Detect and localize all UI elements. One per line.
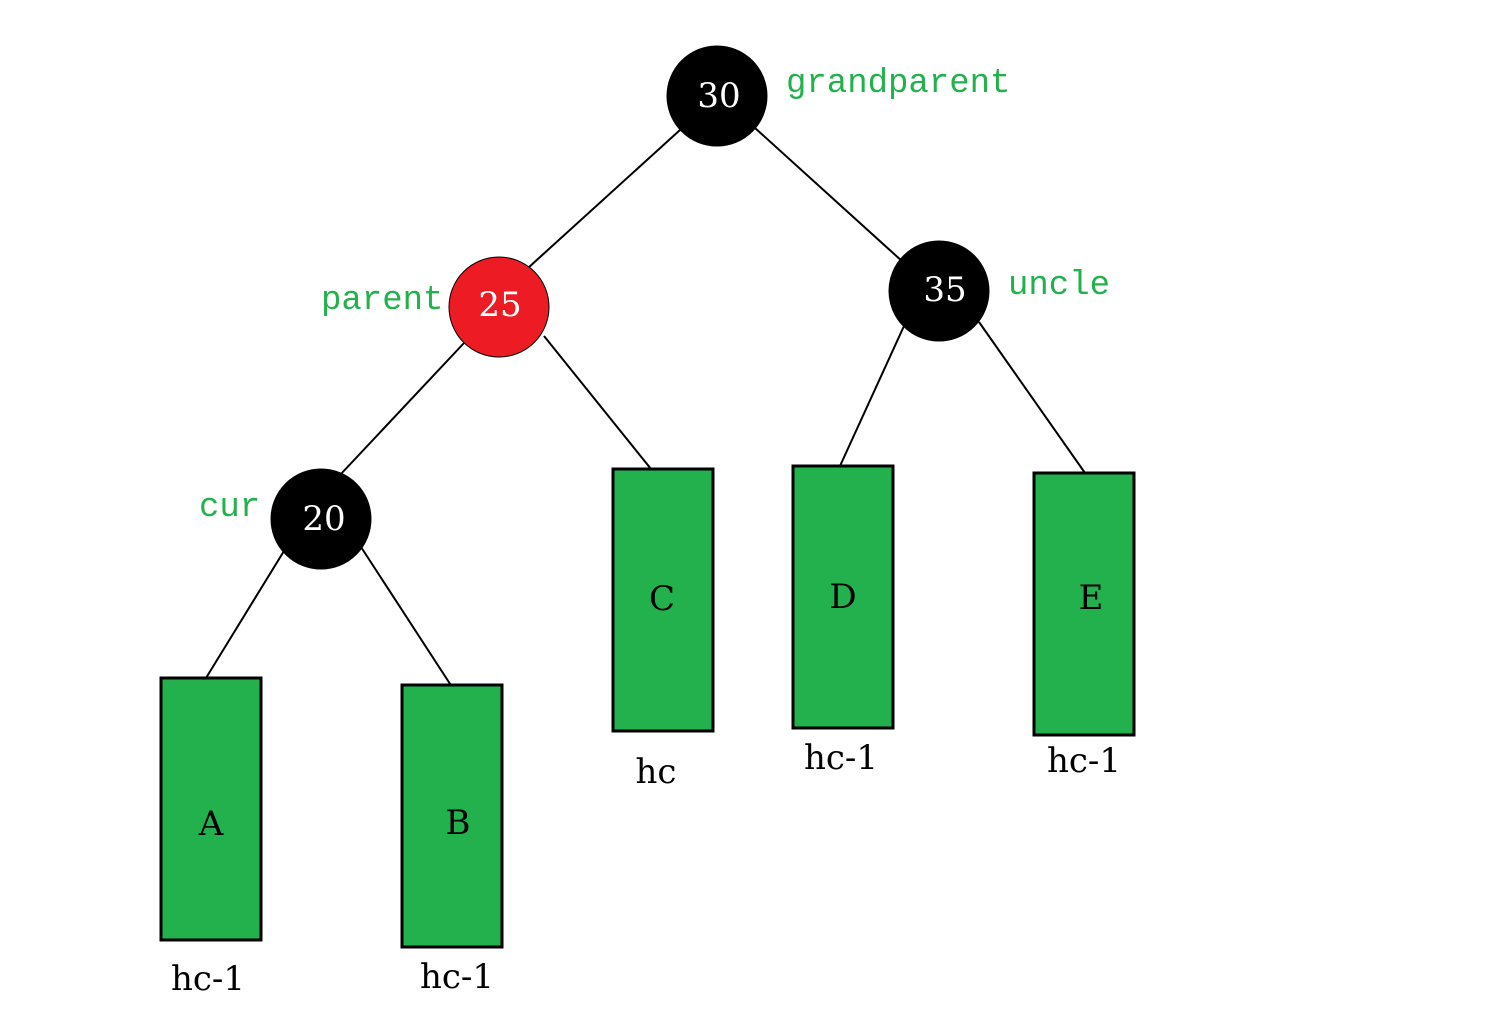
subtree-B-height: hc-1: [420, 957, 494, 997]
subtree-C-name: C: [649, 579, 675, 619]
node-20: 20: [270, 468, 372, 570]
edge-30-35: [754, 127, 904, 263]
subtree-D-height: hc-1: [804, 738, 878, 778]
label-parent: parent: [321, 282, 443, 320]
subtree-B: B hc-1: [400, 683, 504, 997]
node-35: 35: [888, 240, 990, 342]
subtree-C-box: [611, 467, 715, 733]
edge-35-D: [839, 325, 905, 467]
node-35-circle: [888, 240, 990, 342]
node-30-circle: [666, 45, 768, 147]
edge-25-C: [543, 335, 652, 470]
subtree-C-height: hc: [636, 752, 677, 792]
node-25-circle: [448, 256, 550, 358]
subtree-A-name: A: [198, 804, 224, 844]
node-35-value: 35: [923, 270, 966, 310]
subtree-A: A hc-1: [159, 676, 263, 999]
node-25-value: 25: [478, 285, 521, 325]
tree-edges: [205, 127, 1086, 691]
subtree-B-box: [400, 683, 504, 949]
edge-20-B: [360, 546, 455, 691]
node-30-value: 30: [697, 76, 740, 116]
label-uncle: uncle: [1008, 267, 1110, 305]
subtree-D: D hc-1: [791, 464, 895, 778]
subtree-B-name: B: [446, 803, 471, 843]
edge-25-20: [339, 342, 465, 476]
label-grandparent: grandparent: [786, 65, 1010, 103]
subtree-E-name: E: [1079, 578, 1104, 618]
edge-20-A: [205, 550, 285, 679]
subtree-E-height: hc-1: [1047, 741, 1121, 781]
node-25: 25: [448, 256, 550, 358]
subtree-D-name: D: [829, 577, 856, 617]
label-cur: cur: [199, 489, 260, 527]
subtree-A-box: [159, 676, 263, 942]
subtree-E: E hc-1: [1032, 471, 1136, 781]
subtree-A-height: hc-1: [171, 959, 245, 999]
node-20-value: 20: [302, 499, 345, 539]
node-30: 30: [666, 45, 768, 147]
node-20-circle: [270, 468, 372, 570]
subtree-E-box: [1032, 471, 1136, 737]
subtree-C: C hc: [611, 467, 715, 792]
edge-35-E: [978, 321, 1086, 474]
subtree-D-box: [791, 464, 895, 730]
edge-30-25: [527, 129, 681, 269]
